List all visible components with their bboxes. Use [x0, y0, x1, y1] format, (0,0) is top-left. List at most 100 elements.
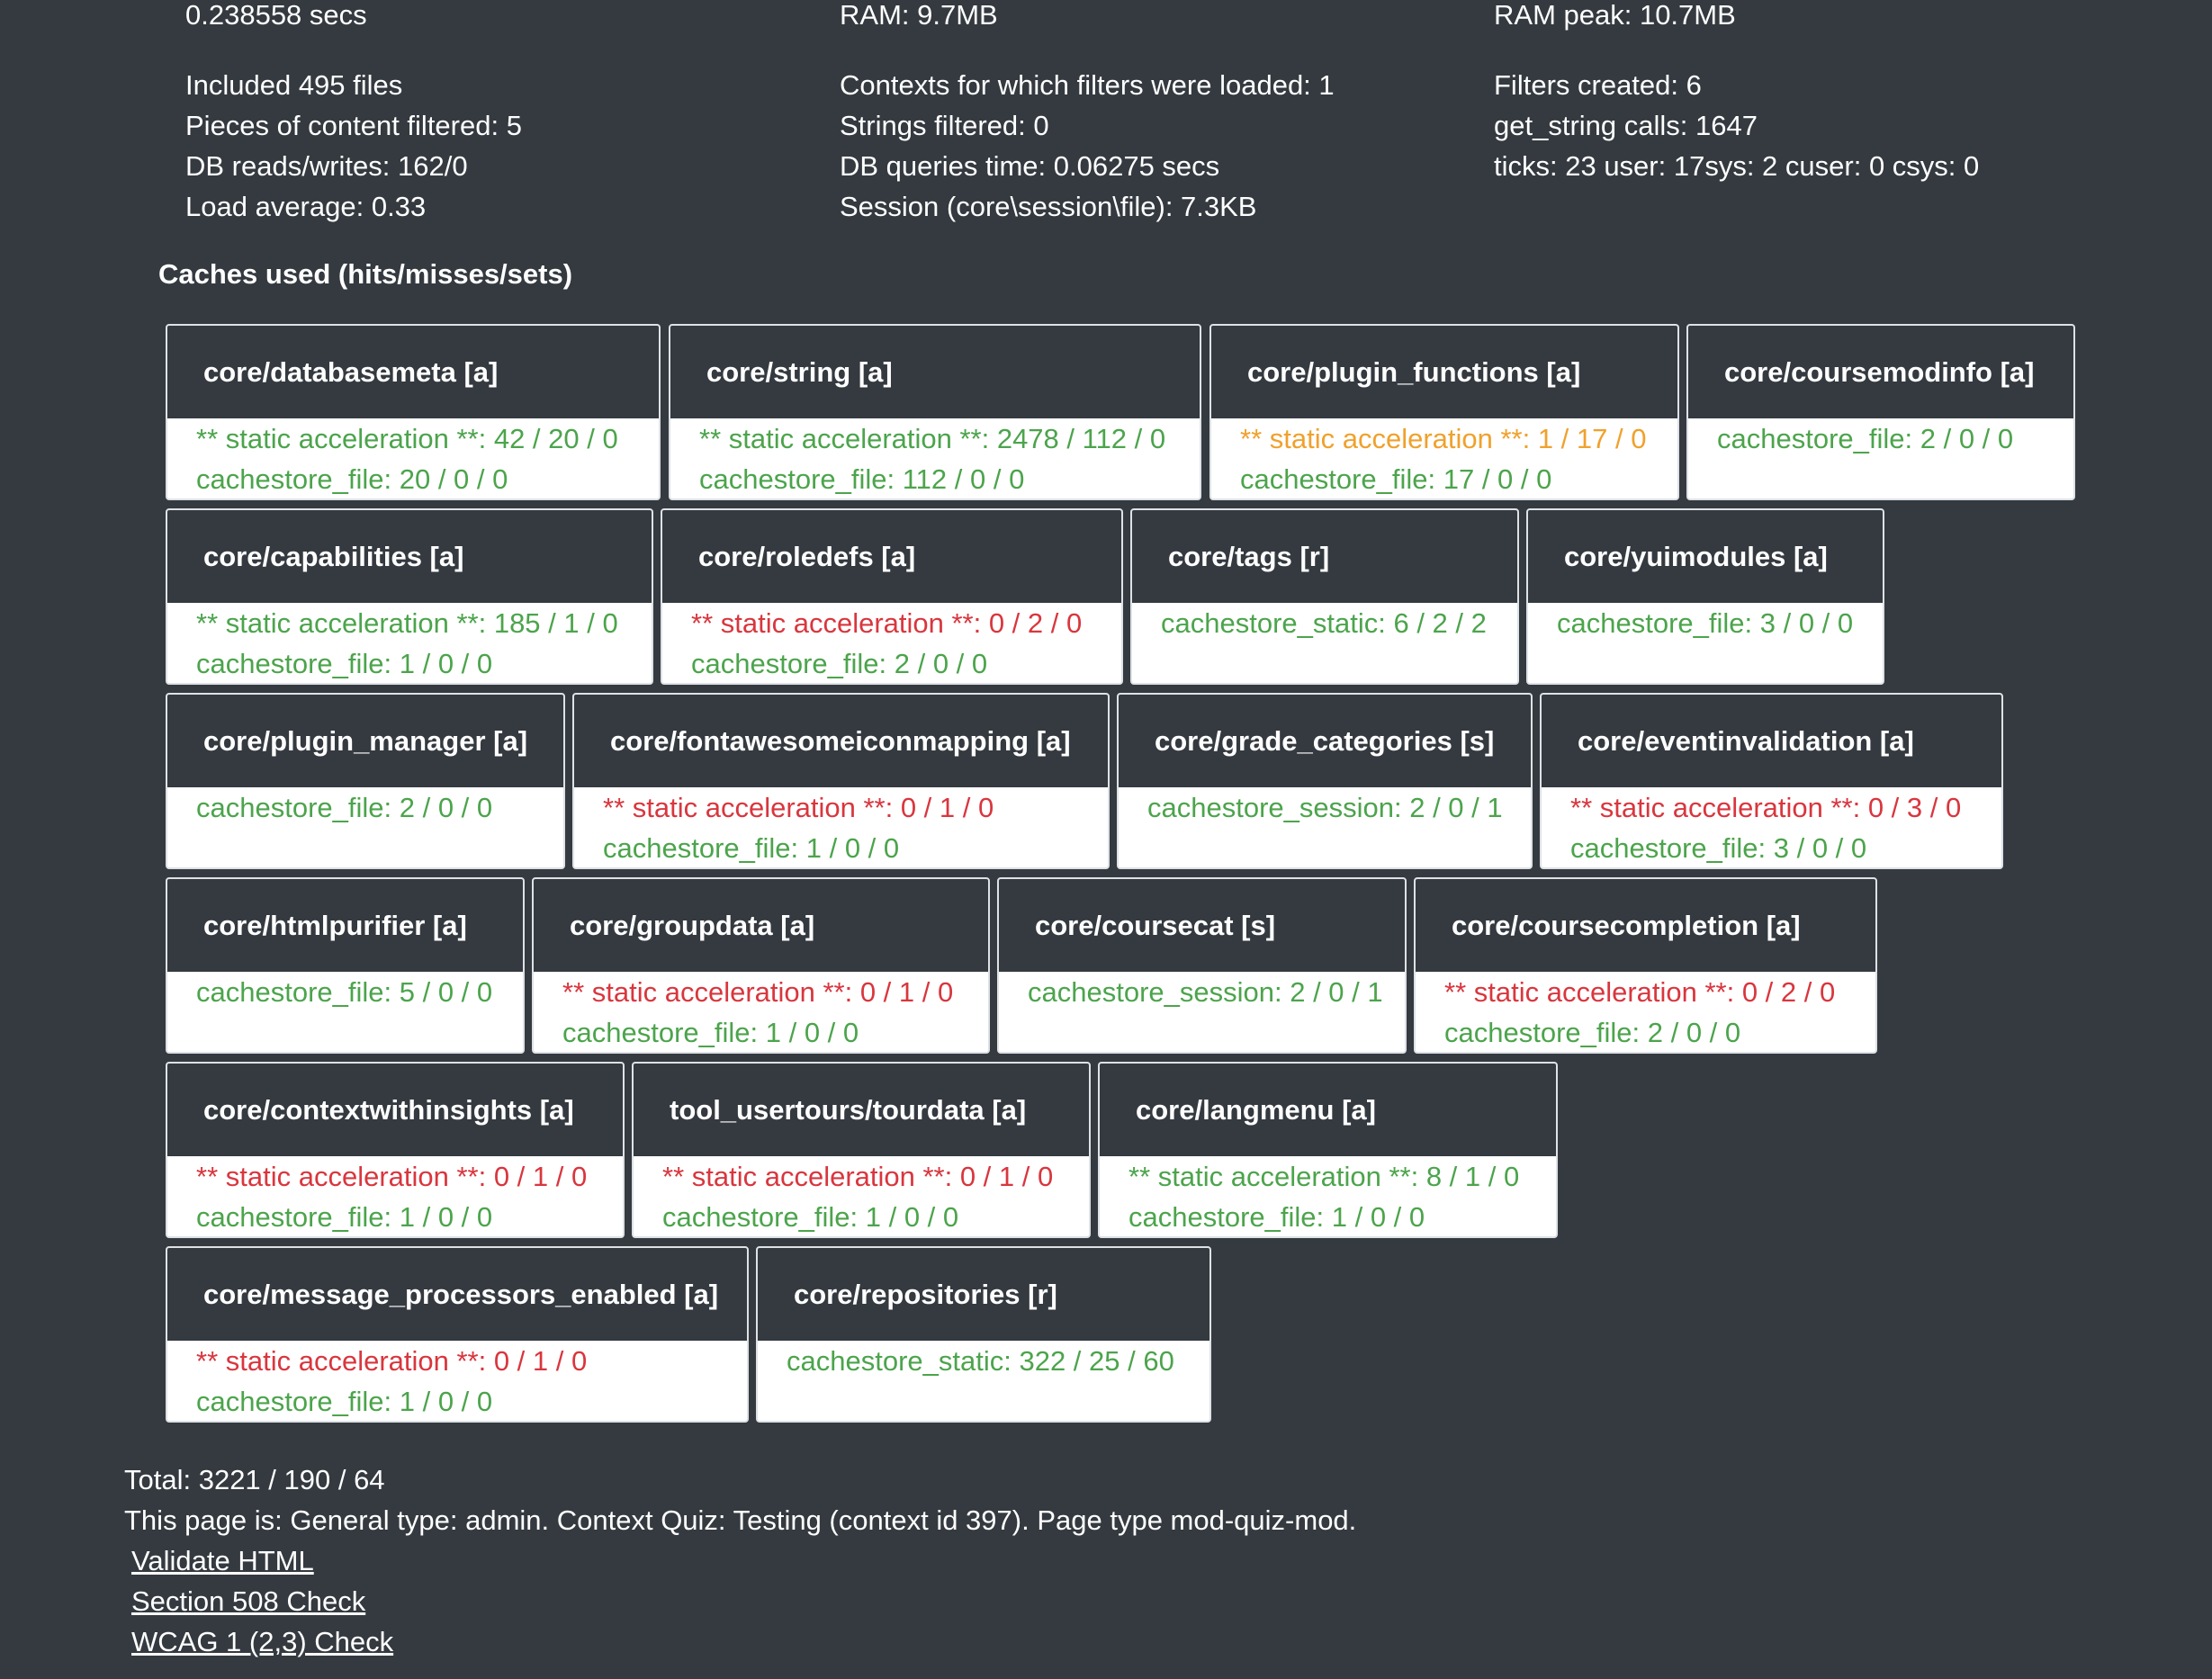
cache-card-body: ** static acceleration **: 8 / 1 / 0 cach… — [1100, 1156, 1556, 1236]
cache-card-title: core/coursecompletion [a] — [1416, 879, 1875, 972]
cache-card-title: core/coursecat [s] — [999, 879, 1405, 972]
cache-card: core/roledefs [a]** static acceleration … — [661, 508, 1123, 685]
cache-stat-line: cachestore_file: 2 / 0 / 0 — [1717, 423, 2014, 454]
cache-card: core/fontawesomeiconmapping [a]** static… — [572, 693, 1110, 869]
cache-stat-line: ** static acceleration **: 185 / 1 / 0 — [196, 607, 618, 639]
cache-card: core/coursemodinfo [a]cachestore_file: 2… — [1686, 324, 2075, 500]
cache-stat-line: ** static acceleration **: 1 / 17 / 0 — [1240, 423, 1647, 454]
cache-stat-line: cachestore_session: 2 / 0 / 1 — [1147, 792, 1503, 823]
cache-stat-line: cachestore_file: 1 / 0 / 0 — [562, 1017, 859, 1048]
cache-stat-line: cachestore_file: 2 / 0 / 0 — [196, 792, 493, 823]
cache-card-title: core/string [a] — [670, 326, 1200, 418]
cache-stat-line: cachestore_static: 322 / 25 / 60 — [787, 1345, 1174, 1377]
cache-stat-line: ** static acceleration **: 0 / 1 / 0 — [562, 976, 954, 1008]
ticks-stat: ticks: 23 user: 17sys: 2 cuser: 0 csys: … — [1494, 150, 1980, 182]
cache-card: core/langmenu [a]** static acceleration … — [1098, 1062, 1558, 1238]
cache-card-body: ** static acceleration **: 0 / 1 / 0 cach… — [574, 787, 1108, 867]
cache-card-title: core/langmenu [a] — [1100, 1064, 1556, 1156]
cache-card-title: core/tags [r] — [1132, 510, 1517, 603]
cache-card: core/databasemeta [a]** static accelerat… — [166, 324, 661, 500]
cache-card: core/groupdata [a]** static acceleration… — [532, 877, 990, 1054]
cache-card-title: core/fontawesomeiconmapping [a] — [574, 695, 1108, 787]
cache-stat-line: cachestore_file: 1 / 0 / 0 — [196, 1201, 493, 1233]
cache-card-body: ** static acceleration **: 0 / 1 / 0 cach… — [534, 972, 988, 1052]
cache-card-body: ** static acceleration **: 42 / 20 / 0 ca… — [167, 418, 659, 498]
cache-card: core/grade_categories [s] cachestore_sess… — [1117, 693, 1533, 869]
cache-card-title: core/grade_categories [s] — [1119, 695, 1531, 787]
cache-stat-line: ** static acceleration **: 0 / 1 / 0 — [603, 792, 994, 823]
total-line: Total: 3221 / 190 / 64 — [124, 1464, 385, 1495]
cache-stat-line: cachestore_file: 5 / 0 / 0 — [196, 976, 493, 1008]
cache-card-body: cachestore_file: 5 / 0 / 0 — [167, 972, 523, 1012]
cache-card: core/plugin_functions [a]** static accel… — [1209, 324, 1679, 500]
cache-card-title: core/htmlpurifier [a] — [167, 879, 523, 972]
cache-stat-line: ** static acceleration **: 0 / 1 / 0 — [662, 1161, 1054, 1192]
cache-card-body: ** static acceleration **: 1 / 17 / 0 cac… — [1211, 418, 1677, 498]
cache-card-body: ** static acceleration **: 0 / 1 / 0 cach… — [167, 1341, 747, 1421]
strings-filtered-stat: Strings filtered: 0 — [840, 110, 1049, 141]
cache-card-body: cachestore_session: 2 / 0 / 1 — [999, 972, 1405, 1012]
filters-created-stat: Filters created: 6 — [1494, 69, 1702, 101]
get-string-calls-stat: get_string calls: 1647 — [1494, 110, 1758, 141]
validate-html-link[interactable]: Validate HTML — [131, 1545, 314, 1576]
cache-stat-line: cachestore_file: 1 / 0 / 0 — [1128, 1201, 1425, 1233]
cache-card-title: tool_usertours/tourdata [a] — [634, 1064, 1089, 1156]
ram-stat: RAM: 9.7MB — [840, 0, 998, 31]
cache-stat-line: cachestore_file: 1 / 0 / 0 — [196, 1386, 493, 1417]
cache-card: core/message_processors_enabled [a]** st… — [166, 1246, 749, 1423]
section-508-check-link[interactable]: Section 508 Check — [131, 1585, 366, 1617]
cache-stat-line: ** static acceleration **: 8 / 1 / 0 — [1128, 1161, 1520, 1192]
time-stat: 0.238558 secs — [185, 0, 367, 31]
cache-stat-line: ** static acceleration **: 42 / 20 / 0 — [196, 423, 618, 454]
load-average-stat: Load average: 0.33 — [185, 191, 427, 222]
cache-stat-line: cachestore_file: 3 / 0 / 0 — [1557, 607, 1854, 639]
cache-card-title: core/eventinvalidation [a] — [1542, 695, 2001, 787]
cache-card-body: ** static acceleration **: 0 / 2 / 0 cach… — [662, 603, 1121, 683]
cache-stat-line: cachestore_file: 1 / 0 / 0 — [603, 832, 900, 864]
cache-stat-line: cachestore_static: 6 / 2 / 2 — [1161, 607, 1487, 639]
cache-card: core/coursecompletion [a]** static accel… — [1414, 877, 1877, 1054]
cache-card-title: core/message_processors_enabled [a] — [167, 1248, 747, 1341]
cache-card: core/contextwithinsights [a]** static ac… — [166, 1062, 625, 1238]
cache-card-title: core/contextwithinsights [a] — [167, 1064, 623, 1156]
cache-stat-line: cachestore_file: 17 / 0 / 0 — [1240, 463, 1552, 495]
pieces-filtered-stat: Pieces of content filtered: 5 — [185, 110, 522, 141]
contexts-filters-stat: Contexts for which filters were loaded: … — [840, 69, 1335, 101]
page-info-line: This page is: General type: admin. Conte… — [124, 1504, 1357, 1536]
cache-card-body: ** static acceleration **: 0 / 1 / 0 cach… — [634, 1156, 1089, 1236]
cache-card-body: cachestore_file: 2 / 0 / 0 — [167, 787, 563, 828]
caches-heading: Caches used (hits/misses/sets) — [158, 258, 573, 290]
cache-card: core/capabilities [a]** static accelerat… — [166, 508, 653, 685]
cache-card-title: core/databasemeta [a] — [167, 326, 659, 418]
cache-stat-line: cachestore_file: 1 / 0 / 0 — [662, 1201, 959, 1233]
cache-stat-line: cachestore_file: 20 / 0 / 0 — [196, 463, 508, 495]
wcag-check-link[interactable]: WCAG 1 (2,3) Check — [131, 1626, 394, 1657]
session-stat: Session (core\session\file): 7.3KB — [840, 191, 1257, 222]
cache-card-body: cachestore_static: 6 / 2 / 2 — [1132, 603, 1517, 643]
cache-card-title: core/groupdata [a] — [534, 879, 988, 972]
cache-card: core/plugin_manager [a] cachestore_file: … — [166, 693, 565, 869]
db-queries-time-stat: DB queries time: 0.06275 secs — [840, 150, 1220, 182]
cache-stat-line: ** static acceleration **: 0 / 2 / 0 — [691, 607, 1083, 639]
cache-stat-line: ** static acceleration **: 2478 / 112 / … — [699, 423, 1166, 454]
cache-card: core/string [a] ** static acceleration **… — [669, 324, 1201, 500]
cache-card: tool_usertours/tourdata [a]** static acc… — [632, 1062, 1091, 1238]
cache-stat-line: ** static acceleration **: 0 / 1 / 0 — [196, 1345, 588, 1377]
cache-card: core/eventinvalidation [a]** static acce… — [1540, 693, 2003, 869]
cache-stat-line: cachestore_file: 112 / 0 / 0 — [699, 463, 1025, 495]
cache-card: core/coursecat [s] cachestore_session: 2 … — [997, 877, 1407, 1054]
cache-card-body: cachestore_file: 2 / 0 / 0 — [1688, 418, 2073, 459]
cache-card: core/repositories [r]cachestore_static: … — [756, 1246, 1211, 1423]
included-files-stat: Included 495 files — [185, 69, 403, 101]
cache-card-title: core/roledefs [a] — [662, 510, 1121, 603]
cache-card: core/yuimodules [a]cachestore_file: 3 / … — [1526, 508, 1884, 685]
cache-stat-line: cachestore_session: 2 / 0 / 1 — [1028, 976, 1383, 1008]
cache-card-title: core/plugin_manager [a] — [167, 695, 563, 787]
cache-card-body: cachestore_file: 3 / 0 / 0 — [1528, 603, 1883, 643]
cache-card-body: cachestore_static: 322 / 25 / 60 — [758, 1341, 1209, 1381]
cache-stat-line: cachestore_file: 2 / 0 / 0 — [691, 648, 988, 679]
